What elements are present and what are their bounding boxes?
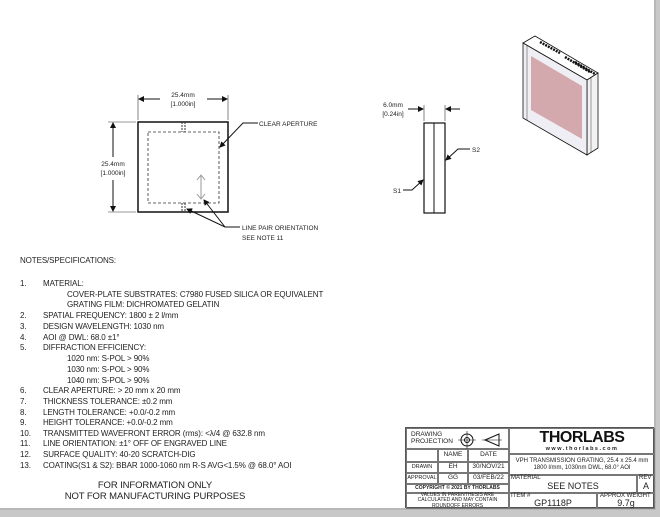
note-text: DESIGN WAVELENGTH: 1030 nm [43, 322, 164, 331]
values-note: VALUES IN PARENTHESIS ARE CALCULATED AND… [406, 493, 509, 509]
material-value: SEE NOTES [509, 475, 637, 493]
note-number: 13. [20, 461, 31, 470]
third-angle-projection-icon [458, 431, 502, 449]
title-line-2: 1800 l/mm, 1030nm DWL, 68.0° AOI [533, 464, 631, 471]
disclaimer-line-2: NOT FOR MANUFACTURING PURPOSES [64, 491, 246, 502]
s2-label: S2 [472, 147, 480, 154]
date-header: DATE [468, 449, 509, 462]
note-number: 12. [20, 450, 31, 459]
note-text: DIFFRACTION EFFICIENCY: [43, 343, 147, 352]
approval-name: GG [438, 473, 468, 484]
width-in: [1.000in] [171, 101, 196, 108]
disclaimer-line-1: FOR INFORMATION ONLY [97, 480, 213, 491]
note-text: LINE ORIENTATION: ±1° OFF OF ENGRAVED LI… [43, 439, 227, 448]
thorlabs-logo: THORLABS [539, 428, 625, 446]
note-text: 1030 nm: S-POL > 90% [67, 365, 150, 374]
thickness-in: [0.24in] [382, 111, 404, 118]
height-in: [1.000in] [101, 170, 126, 177]
website: www.thorlabs.com [545, 445, 619, 452]
item-label: ITEM # [511, 493, 531, 499]
note-number: 2. [20, 311, 27, 320]
rev-label: REV [639, 475, 652, 481]
note-text: HEIGHT TOLERANCE: +0.0/-0.2 mm [43, 418, 173, 427]
note-number: 6. [20, 386, 27, 395]
material-label: MATERIAL [511, 475, 541, 481]
approval-label: APPROVAL [406, 473, 438, 484]
note-text: THICKNESS TOLERANCE: ±0.2 mm [43, 397, 173, 406]
front-view: 25.4mm [1.000in] 25.4mm [1.000in] CLEAR … [101, 92, 319, 242]
item-value: GP1118P [509, 493, 597, 509]
note-number: 3. [20, 322, 27, 331]
note-text: GRATING FILM: DICHROMATED GELATIN [67, 300, 220, 309]
note-text: TRANSMITTED WAVEFRONT ERROR (rms): <λ/4 … [43, 429, 265, 438]
note-number: 4. [20, 333, 27, 342]
note-text: COVER-PLATE SUBSTRATES: C7980 FUSED SILI… [67, 290, 324, 299]
height-mm: 25.4mm [101, 161, 124, 168]
rev-value: A [637, 475, 655, 493]
note-number: 1. [20, 279, 27, 288]
note-text: LENGTH TOLERANCE: +0.0/-0.2 mm [43, 408, 176, 417]
note-text: MATERIAL: [43, 279, 84, 288]
isometric-view [522, 35, 599, 156]
s1-label: S1 [393, 188, 401, 195]
copyright: COPYRIGHT © 2021 BY THORLABS [406, 484, 509, 493]
note-number: 8. [20, 408, 27, 417]
title-line-1: VPH TRANSMISSION GRATING, 25.4 x 25.4 mm [515, 458, 649, 465]
note-text: COATING(S1 & S2): BBAR 1000-1060 nm R-S … [43, 461, 292, 470]
title-block: DRAWING PROJECTION NAME DATE DRAWN EH 30… [405, 427, 655, 509]
weight-label: APPROX WEIGHT [600, 493, 651, 499]
see-note-label: SEE NOTE 11 [242, 235, 284, 242]
note-text: AOI @ DWL: 68.0 ±1° [43, 333, 120, 342]
projection-label: DRAWING PROJECTION [411, 430, 453, 445]
note-number: 11. [20, 439, 31, 448]
notes-heading: NOTES/SPECIFICATIONS: [20, 256, 116, 265]
note-number: 9. [20, 418, 27, 427]
thickness-mm: 6.0mm [383, 102, 403, 109]
line-pair-label: LINE PAIR ORIENTATION [242, 225, 319, 232]
name-header: NAME [438, 449, 468, 462]
note-number: 10. [20, 429, 31, 438]
note-text: SURFACE QUALITY: 40-20 SCRATCH-DIG [43, 450, 196, 459]
weight-value: 9.7g [597, 493, 655, 509]
note-number: 5. [20, 343, 27, 352]
note-text: SPATIAL FREQUENCY: 1800 ± 2 l/mm [43, 311, 179, 320]
note-text: 1040 nm: S-POL > 90% [67, 376, 150, 385]
drawn-date: 30/NOV/21 [468, 462, 509, 473]
drawn-label: DRAWN [406, 462, 438, 473]
clear-aperture-label: CLEAR APERTURE [259, 121, 318, 128]
approval-date: 03/FEB/22 [468, 473, 509, 484]
drawing-views: 25.4mm [1.000in] 25.4mm [1.000in] CLEAR … [101, 35, 599, 242]
note-number: 7. [20, 397, 27, 406]
orientation-arrow-icon [196, 174, 206, 200]
side-view: 6.0mm [0.24in] S2 S1 [382, 102, 480, 214]
drawn-name: EH [438, 462, 468, 473]
note-text: CLEAR APERTURE: > 20 mm x 20 mm [43, 386, 181, 395]
width-mm: 25.4mm [171, 92, 194, 99]
note-text: 1020 nm: S-POL > 90% [67, 354, 150, 363]
